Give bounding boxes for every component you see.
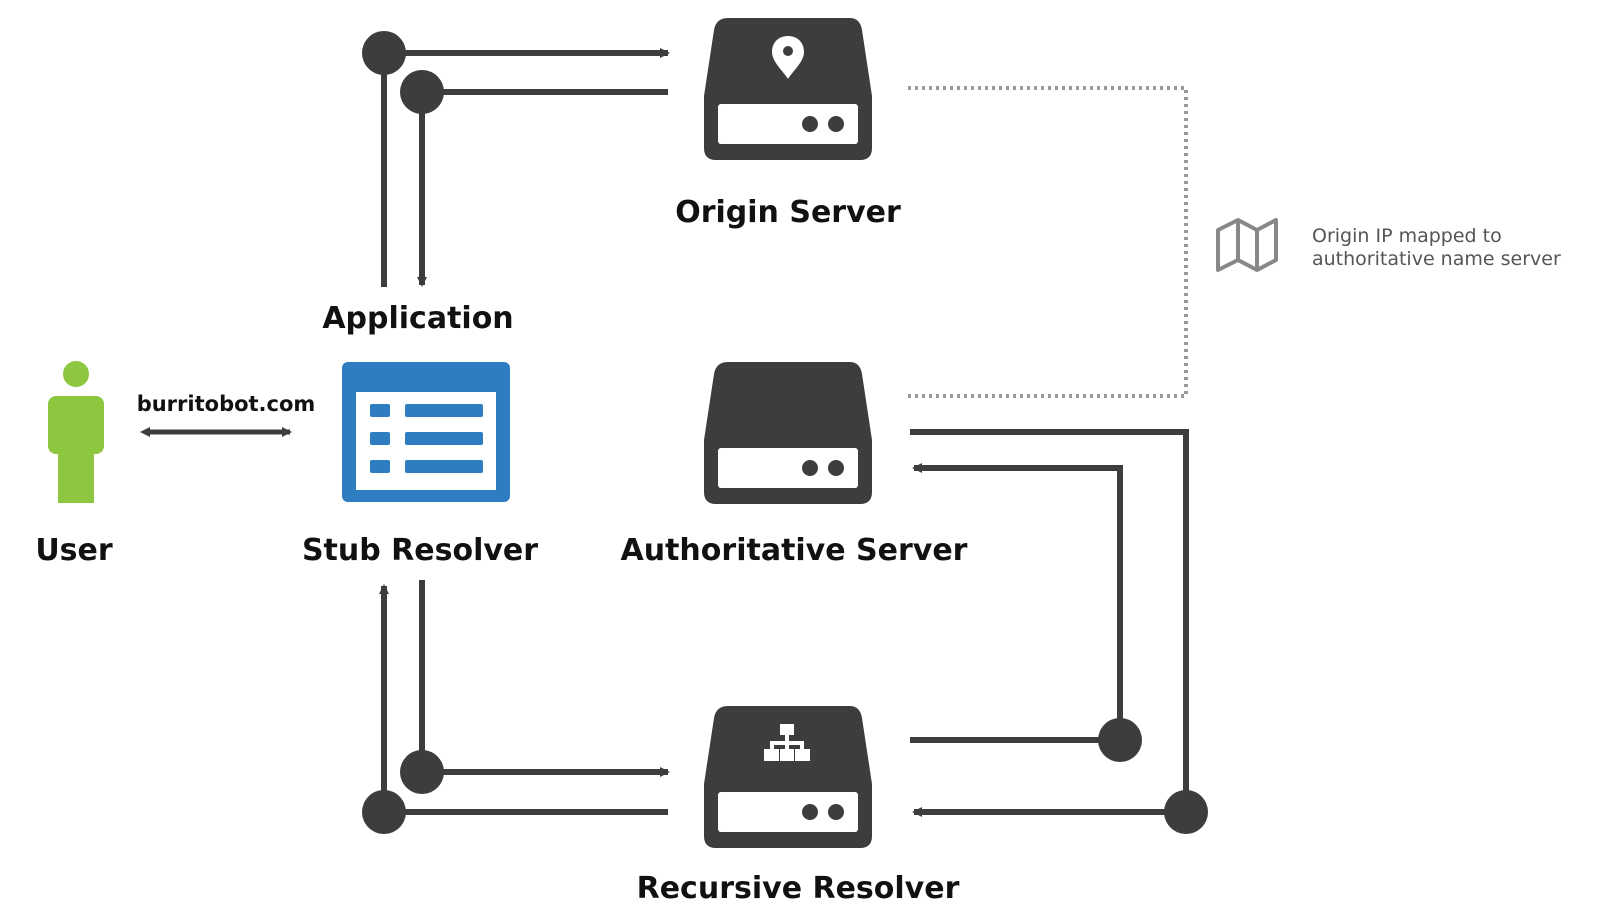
- stub-connector-node-2: [362, 790, 406, 834]
- recursive-connector-node-2: [1164, 790, 1208, 834]
- app-connector-node-1: [362, 31, 406, 75]
- list-window-icon: [342, 362, 510, 502]
- server-icon: [704, 362, 872, 504]
- authoritative-server-label: Authoritative Server: [621, 533, 968, 568]
- application-origin-connectors: [381, 48, 670, 287]
- recursive-connector-node-1: [1098, 718, 1142, 762]
- domain-label: burritobot.com: [137, 392, 316, 416]
- server-location-pin-icon: [704, 18, 872, 160]
- mapping-note-line-1: Origin IP mapped to: [1312, 225, 1502, 247]
- application-label: Application: [322, 301, 513, 336]
- origin-auth-mapping-dotted-line: [908, 86, 1188, 398]
- stub-resolver-label: Stub Resolver: [302, 533, 538, 568]
- recursive-authoritative-connectors: [910, 429, 1189, 817]
- server-sitemap-icon: [704, 706, 872, 848]
- recursive-resolver-label: Recursive Resolver: [637, 871, 960, 906]
- mapping-note-line-2: authoritative name server: [1312, 248, 1561, 270]
- stub-recursive-connectors: [379, 580, 670, 815]
- user-label: User: [35, 533, 113, 568]
- origin-server-label: Origin Server: [675, 195, 901, 230]
- person-icon: [48, 361, 104, 503]
- map-icon: [1216, 218, 1278, 272]
- recursive-to-auth-arrow: [910, 463, 1123, 743]
- app-connector-node-2: [400, 70, 444, 114]
- stub-connector-node-1: [400, 750, 444, 794]
- auth-to-recursive-arrow: [910, 429, 1189, 817]
